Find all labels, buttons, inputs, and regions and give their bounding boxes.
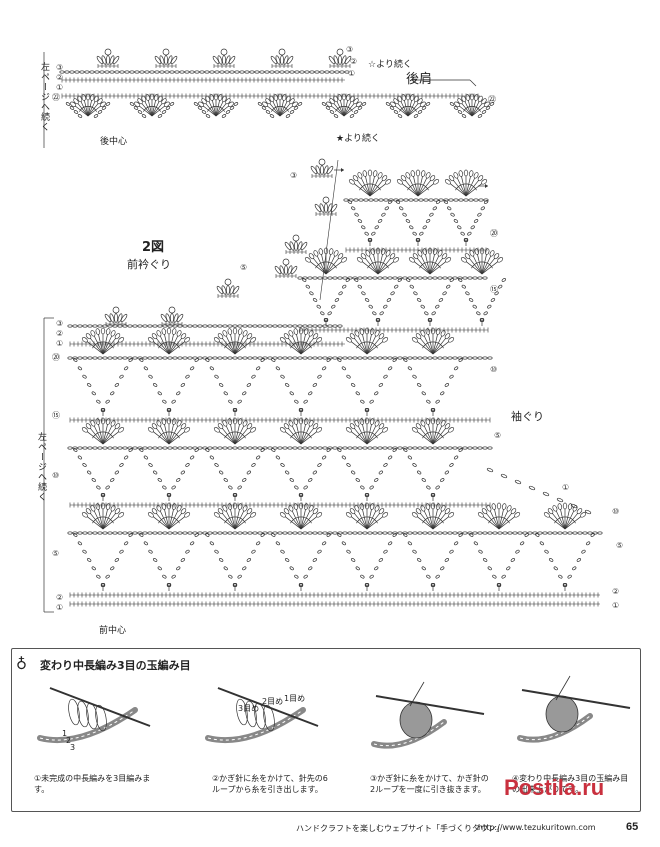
svg-text:③: ③ — [56, 319, 63, 328]
svg-text:①: ① — [612, 601, 619, 610]
howto-caption-1: ①未完成の中長編みを3目編みます。 — [34, 774, 151, 794]
svg-text:②: ② — [56, 593, 63, 602]
howto-title: 変わり中長編み3目の玉編み目 — [40, 659, 191, 672]
footer-url[interactable]: http://www.tezukuritown.com — [478, 823, 596, 832]
svg-text:㉒: ㉒ — [52, 93, 60, 102]
svg-text:③: ③ — [56, 63, 63, 72]
front-center-label: 前中心 — [99, 626, 127, 636]
front-neckline-label: 前衿ぐり — [127, 258, 171, 271]
howto-caption-2: ②かぎ針に糸をかけて、針先の6ループから糸を引き出します。 — [212, 774, 328, 794]
svg-text:①: ① — [56, 603, 63, 612]
svg-text:⑳: ⑳ — [52, 353, 60, 362]
svg-text:①: ① — [56, 339, 63, 348]
svg-text:①: ① — [562, 483, 569, 492]
step-num-2: 2 — [66, 736, 72, 745]
svg-text:①: ① — [56, 83, 63, 92]
continue-from-star-outline-label: ☆より続く — [368, 60, 412, 70]
page-number: 65 — [626, 821, 639, 833]
footer-site-text: ハンドクラフトを楽しむウェブサイト「手づくりタウン」 — [296, 824, 504, 833]
svg-text:②: ② — [612, 587, 619, 596]
howto-box — [11, 648, 641, 812]
svg-text:②: ② — [56, 73, 63, 82]
step-label-first: 1目め — [284, 694, 306, 703]
howto-caption-4: ④変わり中長編み3目の玉編み目の出来上がりです。 — [512, 774, 629, 794]
svg-text:⑩: ⑩ — [612, 507, 619, 516]
continue-from-star-label: ★より続く — [336, 134, 380, 144]
howto-caption-3: ③かぎ針に糸をかけて、かぎ針の2ループを一度に引き抜きます。 — [370, 774, 489, 794]
svg-text:⑮: ⑮ — [490, 285, 498, 294]
step-num-3: 3 — [70, 743, 76, 752]
svg-text:③: ③ — [346, 45, 353, 54]
figure-title: 2図 — [142, 240, 165, 255]
front-chart — [43, 158, 603, 613]
svg-text:①: ① — [348, 69, 355, 78]
svg-text:⑮: ⑮ — [52, 411, 60, 420]
svg-text:⑳: ⑳ — [490, 229, 498, 238]
watermark-logo: Postila.ru — [504, 775, 604, 801]
svg-text:⑩: ⑩ — [490, 365, 497, 374]
step-label-second: 2目め — [262, 697, 284, 706]
svg-text:⑤: ⑤ — [494, 431, 501, 440]
armhole-label: 袖ぐり — [511, 410, 544, 423]
svg-text:⑤: ⑤ — [240, 263, 247, 272]
svg-text:②: ② — [56, 329, 63, 338]
back-shoulder-chart — [43, 48, 495, 148]
svg-text:㉒: ㉒ — [488, 95, 496, 104]
svg-text:②: ② — [350, 57, 357, 66]
back-center-label: 後中心 — [100, 137, 128, 147]
left-page-continues-label-top: 左ページへ続く — [39, 62, 49, 132]
step-num-1: 1 — [62, 729, 68, 738]
left-page-continues-label-main: 左ページへ続く — [36, 432, 46, 502]
watermark-text: Postila.ru — [504, 775, 605, 800]
svg-text:⑤: ⑤ — [616, 541, 623, 550]
svg-text:⑩: ⑩ — [52, 471, 59, 480]
svg-text:⑤: ⑤ — [52, 549, 59, 558]
howto-symbol-icon: ♁ — [16, 655, 27, 673]
back-shoulder-label: 後肩 — [406, 72, 433, 87]
svg-text:③: ③ — [290, 171, 297, 180]
step-label-third: 3目め — [238, 704, 260, 713]
howto-illustrations — [37, 675, 631, 749]
